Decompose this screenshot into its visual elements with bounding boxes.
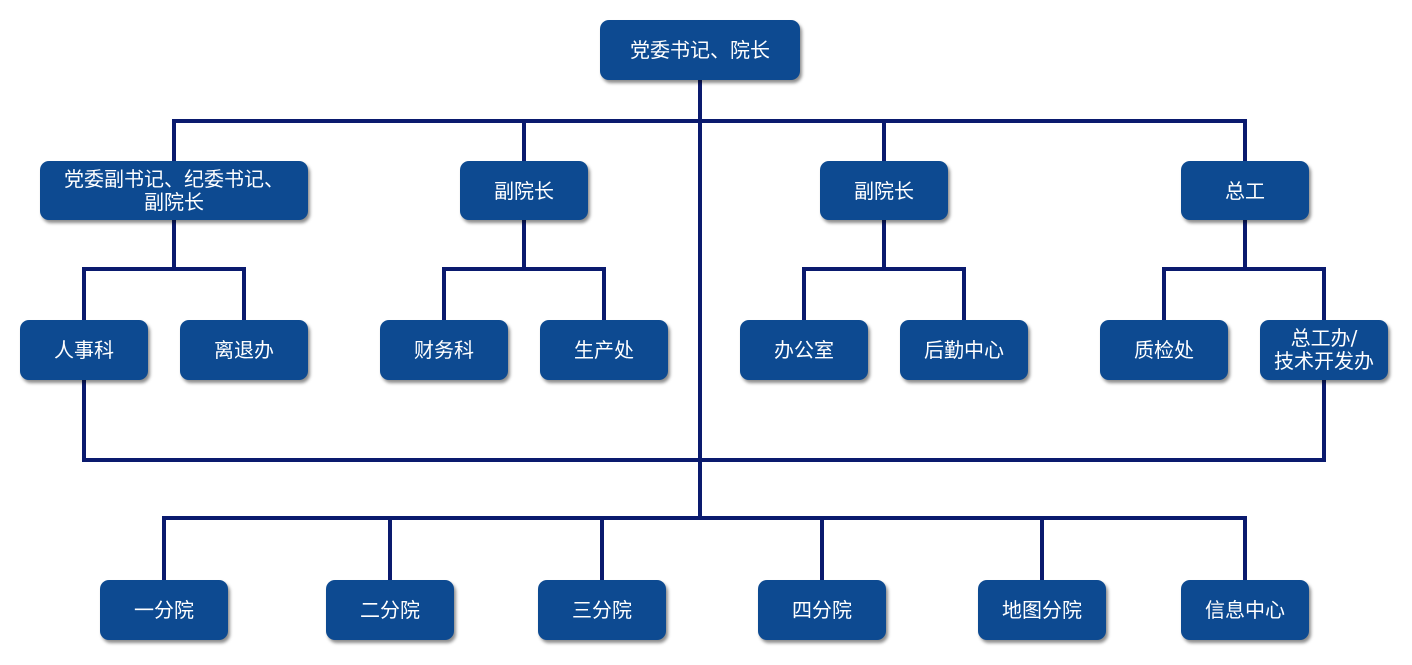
node-map-branch: 地图分院 bbox=[978, 580, 1106, 640]
node-label-line: 信息中心 bbox=[1205, 598, 1285, 622]
node-label-line: 副院长 bbox=[144, 189, 204, 214]
node-vice-president-a: 副院长 bbox=[460, 161, 588, 220]
node-label-line: 二分院 bbox=[360, 598, 420, 622]
node-branch-4: 四分院 bbox=[758, 580, 886, 640]
node-label-line: 地图分院 bbox=[1002, 598, 1082, 622]
node-chief-engineer: 总工 bbox=[1181, 161, 1309, 220]
node-root: 党委书记、院长 bbox=[600, 20, 800, 80]
node-label-line: 一分院 bbox=[134, 598, 194, 622]
node-quality: 质检处 bbox=[1100, 320, 1228, 380]
node-label-line: 生产处 bbox=[574, 338, 634, 362]
node-label-line: 办公室 bbox=[774, 338, 834, 362]
node-label-line: 四分院 bbox=[792, 598, 852, 622]
node-label-line: 技术开发办 bbox=[1274, 349, 1374, 373]
node-label-line: 质检处 bbox=[1134, 338, 1194, 362]
node-label-line: 三分院 bbox=[572, 598, 632, 622]
node-deputy-secretary: 党委副书记、纪委书记、副院长 bbox=[40, 161, 308, 220]
node-info-center: 信息中心 bbox=[1181, 580, 1309, 640]
node-branch-3: 三分院 bbox=[538, 580, 666, 640]
node-label-line: 人事科 bbox=[54, 338, 114, 362]
node-label-line: 总工 bbox=[1225, 178, 1265, 203]
node-branch-1: 一分院 bbox=[100, 580, 228, 640]
node-personnel: 人事科 bbox=[20, 320, 148, 380]
node-label-line: 副院长 bbox=[854, 178, 914, 203]
node-office: 办公室 bbox=[740, 320, 868, 380]
node-production: 生产处 bbox=[540, 320, 668, 380]
node-label-line: 党委副书记、纪委书记、 bbox=[64, 166, 284, 191]
node-label-line: 副院长 bbox=[494, 178, 554, 203]
node-vice-president-b: 副院长 bbox=[820, 161, 948, 220]
node-label-line: 财务科 bbox=[414, 338, 474, 362]
node-label-line: 党委书记、院长 bbox=[630, 38, 770, 62]
node-retirement: 离退办 bbox=[180, 320, 308, 380]
node-chief-engineer-office: 总工办/技术开发办 bbox=[1260, 320, 1388, 380]
node-label-line: 离退办 bbox=[214, 338, 274, 362]
node-logistics: 后勤中心 bbox=[900, 320, 1028, 380]
node-label-line: 后勤中心 bbox=[924, 338, 1004, 362]
node-label-line: 总工办/ bbox=[1290, 326, 1358, 350]
node-finance: 财务科 bbox=[380, 320, 508, 380]
node-branch-2: 二分院 bbox=[326, 580, 454, 640]
